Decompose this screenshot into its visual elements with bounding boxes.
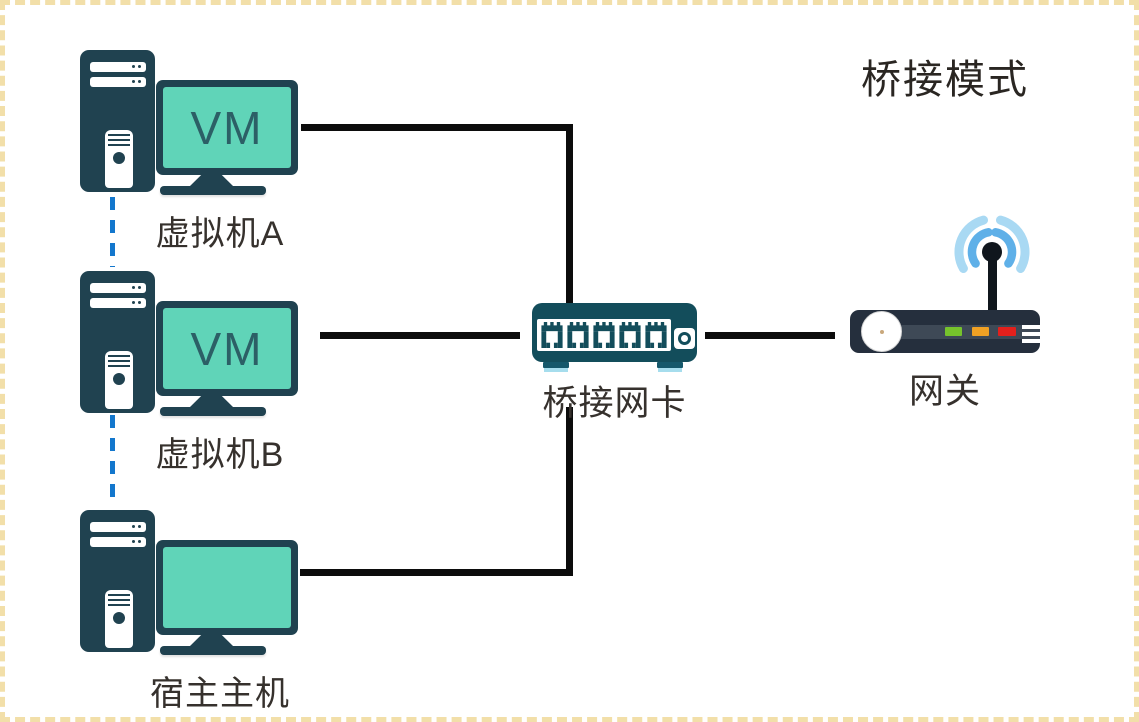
- ethernet-port-icon: [567, 322, 589, 348]
- computer-tower-icon: [80, 50, 155, 192]
- led-red: [998, 327, 1016, 336]
- vm-a-screen: VM: [163, 87, 291, 168]
- switch-foot: [657, 362, 683, 368]
- vm-b-label: 虚拟机B: [155, 436, 285, 474]
- link-vma-bridge-vertical: [566, 124, 573, 305]
- link-host-bridge-horizontal: [300, 569, 573, 576]
- bridge-nic-label: 桥接网卡: [542, 384, 687, 423]
- monitor-icon: [156, 540, 298, 635]
- drive-slot: [90, 283, 146, 293]
- gateway-node: 网关: [850, 210, 1040, 411]
- virtual-link-vma-vmb: [110, 197, 115, 267]
- host-screen: [163, 547, 291, 628]
- drive-slot: [90, 537, 146, 547]
- drive-slot: [90, 522, 146, 532]
- monitor-base: [160, 407, 266, 416]
- router-vent: [1022, 332, 1040, 336]
- ethernet-port-icon: [645, 322, 667, 348]
- router-icon: [850, 310, 1040, 353]
- computer-tower-icon: [80, 271, 155, 413]
- power-button-icon: [113, 373, 125, 385]
- monitor-stand: [190, 396, 233, 407]
- host-node: 宿主主机: [80, 510, 380, 713]
- drive-slot: [90, 77, 146, 87]
- tower-front-panel: [105, 590, 133, 648]
- port-panel: [537, 319, 671, 351]
- ethernet-port-icon: [541, 322, 563, 348]
- power-button-icon: [113, 612, 125, 624]
- link-bridge-gateway: [705, 332, 835, 339]
- switch-indicator-button: [674, 328, 695, 349]
- tower-front-panel: [105, 351, 133, 409]
- vm-a-label: 虚拟机A: [155, 215, 285, 253]
- monitor-stand: [190, 175, 233, 186]
- link-host-bridge-vertical: [566, 407, 573, 576]
- vm-b-screen: VM: [163, 308, 291, 389]
- vm-b-node: VM 虚拟机B: [80, 271, 380, 474]
- monitor-stand: [190, 635, 233, 646]
- router-vent: [1022, 339, 1040, 343]
- ethernet-port-icon: [619, 322, 641, 348]
- wifi-signal-icon: [954, 215, 1030, 273]
- monitor-base: [160, 186, 266, 195]
- led-orange: [972, 327, 989, 336]
- power-button-icon: [113, 152, 125, 164]
- network-switch-icon: [532, 303, 697, 362]
- drive-slot: [90, 298, 146, 308]
- monitor-base: [160, 646, 266, 655]
- antenna-icon: [988, 252, 997, 310]
- switch-foot: [543, 362, 569, 368]
- router-dial: [861, 311, 902, 352]
- led-green: [945, 327, 962, 336]
- link-vma-bridge-horizontal: [301, 124, 573, 131]
- monitor-icon: VM: [156, 301, 298, 396]
- drive-slot: [90, 62, 146, 72]
- link-vmb-bridge: [320, 332, 520, 339]
- tower-front-panel: [105, 130, 133, 188]
- computer-tower-icon: [80, 510, 155, 652]
- virtual-link-vmb-host: [110, 415, 115, 507]
- antenna-tip: [982, 242, 1002, 262]
- bridge-nic-node: 桥接网卡: [532, 303, 697, 423]
- ethernet-port-icon: [593, 322, 615, 348]
- router-vent: [1022, 325, 1040, 329]
- vm-a-node: VM 虚拟机A: [80, 50, 380, 253]
- monitor-icon: VM: [156, 80, 298, 175]
- gateway-label: 网关: [908, 372, 981, 411]
- host-label: 宿主主机: [150, 675, 290, 713]
- diagram-title: 桥接模式: [861, 58, 1029, 102]
